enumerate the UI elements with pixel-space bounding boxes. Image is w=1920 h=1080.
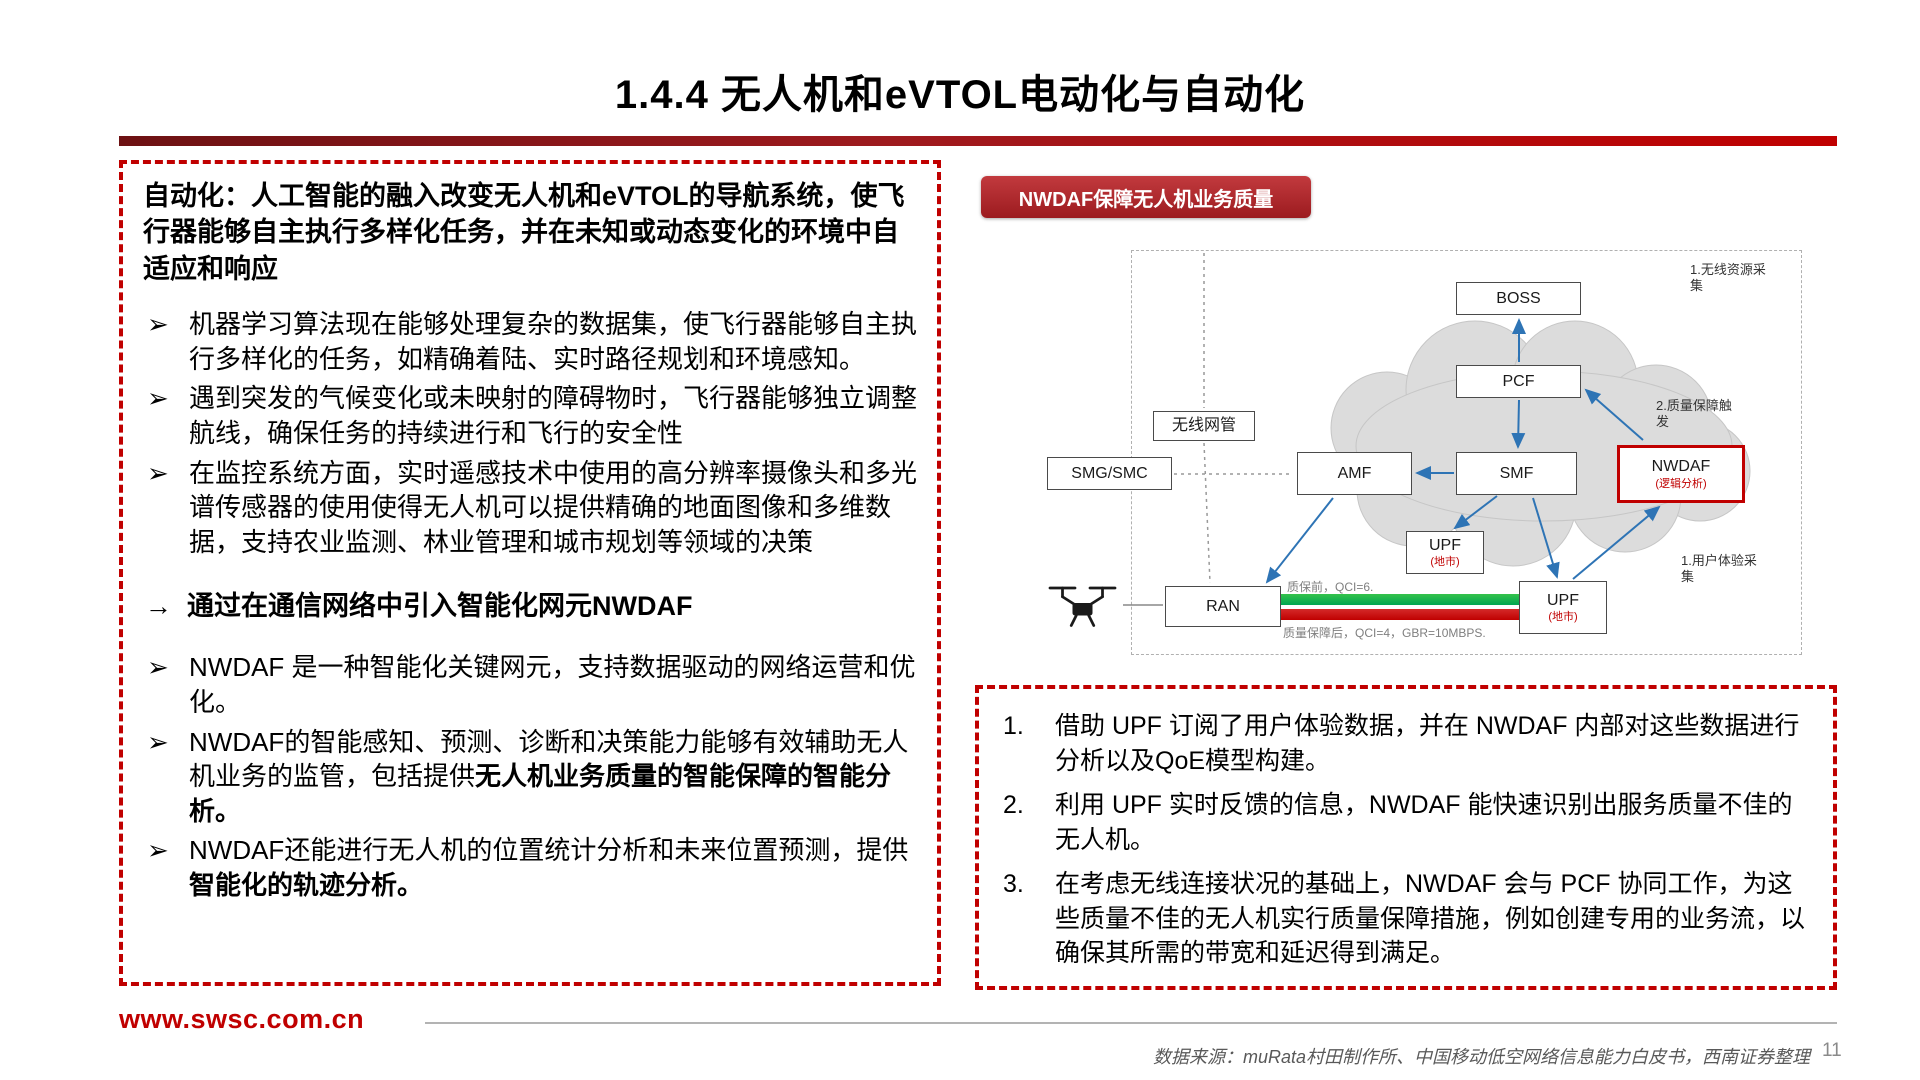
bullet-text-normal: NWDAF 是一种智能化关键网元，支持数据驱动的网络运营和优化。: [189, 652, 916, 718]
step-text: 利用 UPF 实时反馈的信息，NWDAF 能快速识别出服务质量不佳的无人机。: [1055, 791, 1793, 854]
bullet-item: ➢ NWDAF 是一种智能化关键网元，支持数据驱动的网络运营和优化。: [143, 650, 917, 719]
annotation-radio-collect: 1.无线资源采集: [1690, 262, 1766, 294]
diagram-dashed-frame: [1131, 250, 1802, 655]
node-nwdaf-sublabel: (逻辑分析): [1655, 477, 1707, 490]
node-upf-mid: UPF (地市): [1406, 531, 1484, 574]
bullet-text-normal: NWDAF还能进行无人机的位置统计分析和未来位置预测，提供: [189, 835, 909, 866]
qos-bar-good: [1281, 594, 1519, 605]
bullet-item: ➢ 在监控系统方面，实时遥感技术中使用的高分辨率摄像头和多光谱传感器的使用使得无…: [143, 456, 917, 560]
qos-bar-bad: [1281, 609, 1519, 620]
nwdaf-steps-panel: 1. 借助 UPF 订阅了用户体验数据，并在 NWDAF 内部对这些数据进行分析…: [975, 685, 1837, 990]
step-item: 2. 利用 UPF 实时反馈的信息，NWDAF 能快速识别出服务质量不佳的无人机…: [1003, 788, 1809, 857]
bullet-text: 机器学习算法现在能够处理复杂的数据集，使飞行器能够自主执行多样化的任务，如精确着…: [189, 309, 918, 374]
node-nwdaf-label: NWDAF: [1651, 458, 1711, 476]
bullet-marker: ➢: [147, 383, 169, 414]
bullet-text: NWDAF的智能感知、预测、诊断和决策能力能够有效辅助无人机业务的监管，包括提供…: [189, 725, 917, 829]
panel-heading: 自动化：人工智能的融入改变无人机和eVTOL的导航系统，使飞行器能够自主执行多样…: [143, 181, 905, 284]
bullet-item: ➢ 遇到突发的气候变化或未映射的障碍物时，飞行器能够独立调整航线，确保任务的持续…: [143, 381, 917, 450]
page-title: 1.4.4 无人机和eVTOL电动化与自动化: [614, 73, 1306, 117]
bullet-item: ➢ NWDAF的智能感知、预测、诊断和决策能力能够有效辅助无人机业务的监管，包括…: [143, 725, 917, 829]
node-boss: BOSS: [1456, 282, 1581, 315]
annotation-ux-collect: 1.用户体验采集: [1681, 553, 1757, 585]
bullet-marker: ➢: [147, 726, 169, 757]
node-upf-right-label: UPF: [1547, 591, 1579, 609]
bullet-text: 在监控系统方面，实时遥感技术中使用的高分辨率摄像头和多光谱传感器的使用使得无人机…: [189, 457, 918, 557]
annotation-qos-trigger: 2.质量保障触发: [1656, 398, 1732, 430]
bullet-marker: ➢: [147, 652, 169, 683]
bullet-marker: ➢: [147, 835, 169, 866]
step-text: 在考虑无线连接状况的基础上，NWDAF 会与 PCF 协同工作，为这些质量不佳的…: [1055, 870, 1806, 967]
bullet-item: ➢ 机器学习算法现在能够处理复杂的数据集，使飞行器能够自主执行多样化的任务，如精…: [143, 307, 917, 376]
bullet-text: NWDAF 是一种智能化关键网元，支持数据驱动的网络运营和优化。: [189, 650, 917, 719]
node-upf-right-sublabel: (地市): [1548, 611, 1578, 624]
bullet-text: 遇到突发的气候变化或未映射的障碍物时，飞行器能够独立调整航线，确保任务的持续进行…: [189, 383, 918, 449]
step-number: 1.: [1003, 712, 1024, 740]
step-item: 3. 在考虑无线连接状况的基础上，NWDAF 会与 PCF 协同工作，为这些质量…: [1003, 867, 1809, 971]
node-smf: SMF: [1456, 452, 1577, 495]
drone-icon: [1048, 586, 1117, 627]
bullet-item: ➢ NWDAF还能进行无人机的位置统计分析和未来位置预测，提供智能化的轨迹分析。: [143, 833, 917, 902]
diagram-title-badge: NWDAF保障无人机业务质量: [981, 176, 1311, 218]
footer-url-link[interactable]: www.swsc.com.cn: [119, 1004, 365, 1034]
page-number: 11: [1822, 1040, 1842, 1061]
nwdaf-intro-line: → 通过在通信网络中引入智能化网元NWDAF: [143, 589, 917, 624]
qos-after-label: 质量保障后，QCI=4，GBR=10MBPS.: [1283, 626, 1486, 640]
bullet-marker: ➢: [147, 309, 169, 340]
node-wireless-mgmt: 无线网管: [1153, 411, 1255, 441]
step-number: 3.: [1003, 870, 1024, 898]
step-item: 1. 借助 UPF 订阅了用户体验数据，并在 NWDAF 内部对这些数据进行分析…: [1003, 709, 1809, 778]
bullet-text-normal: NWDAF的智能感知、预测、诊断和决策能力能够有效辅助无人机业务的监管，包括提供: [189, 726, 909, 792]
bullet-text: NWDAF还能进行无人机的位置统计分析和未来位置预测，提供智能化的轨迹分析。: [189, 833, 917, 902]
nwdaf-network-diagram: BOSS PCF 无线网管 SMG/SMC AMF SMF NWDAF (逻辑分…: [975, 240, 1837, 675]
title-underline-bar: [119, 136, 1837, 146]
node-amf: AMF: [1297, 452, 1412, 495]
node-ran: RAN: [1165, 586, 1281, 627]
node-upf-mid-sublabel: (地市): [1430, 556, 1460, 569]
bullet-text-bold: 无人机业务质量的智能保障的智能分析。: [189, 761, 892, 826]
qos-before-label: 质保前，QCI=6.: [1287, 580, 1374, 594]
node-nwdaf: NWDAF (逻辑分析): [1617, 445, 1745, 503]
step-text: 借助 UPF 订阅了用户体验数据，并在 NWDAF 内部对这些数据进行分析以及Q…: [1055, 712, 1800, 775]
node-upf-right: UPF (地市): [1519, 581, 1607, 634]
bullet-text-bold: 智能化的轨迹分析。: [189, 869, 424, 900]
bullet-marker: ➢: [147, 457, 169, 488]
automation-text-panel: 自动化：人工智能的融入改变无人机和eVTOL的导航系统，使飞行器能够自主执行多样…: [119, 160, 941, 986]
source-note: 数据来源：muRata村田制作所、中国移动低空网络信息能力白皮书，西南证券整理: [1152, 1047, 1810, 1067]
footer-divider: [425, 1022, 1837, 1024]
step-number: 2.: [1003, 791, 1024, 819]
node-pcf: PCF: [1456, 365, 1581, 398]
node-upf-mid-label: UPF: [1429, 536, 1461, 554]
arrow-marker: →: [145, 591, 172, 622]
node-smg-smc: SMG/SMC: [1047, 457, 1172, 490]
nwdaf-intro-text: 通过在通信网络中引入智能化网元NWDAF: [187, 591, 693, 622]
